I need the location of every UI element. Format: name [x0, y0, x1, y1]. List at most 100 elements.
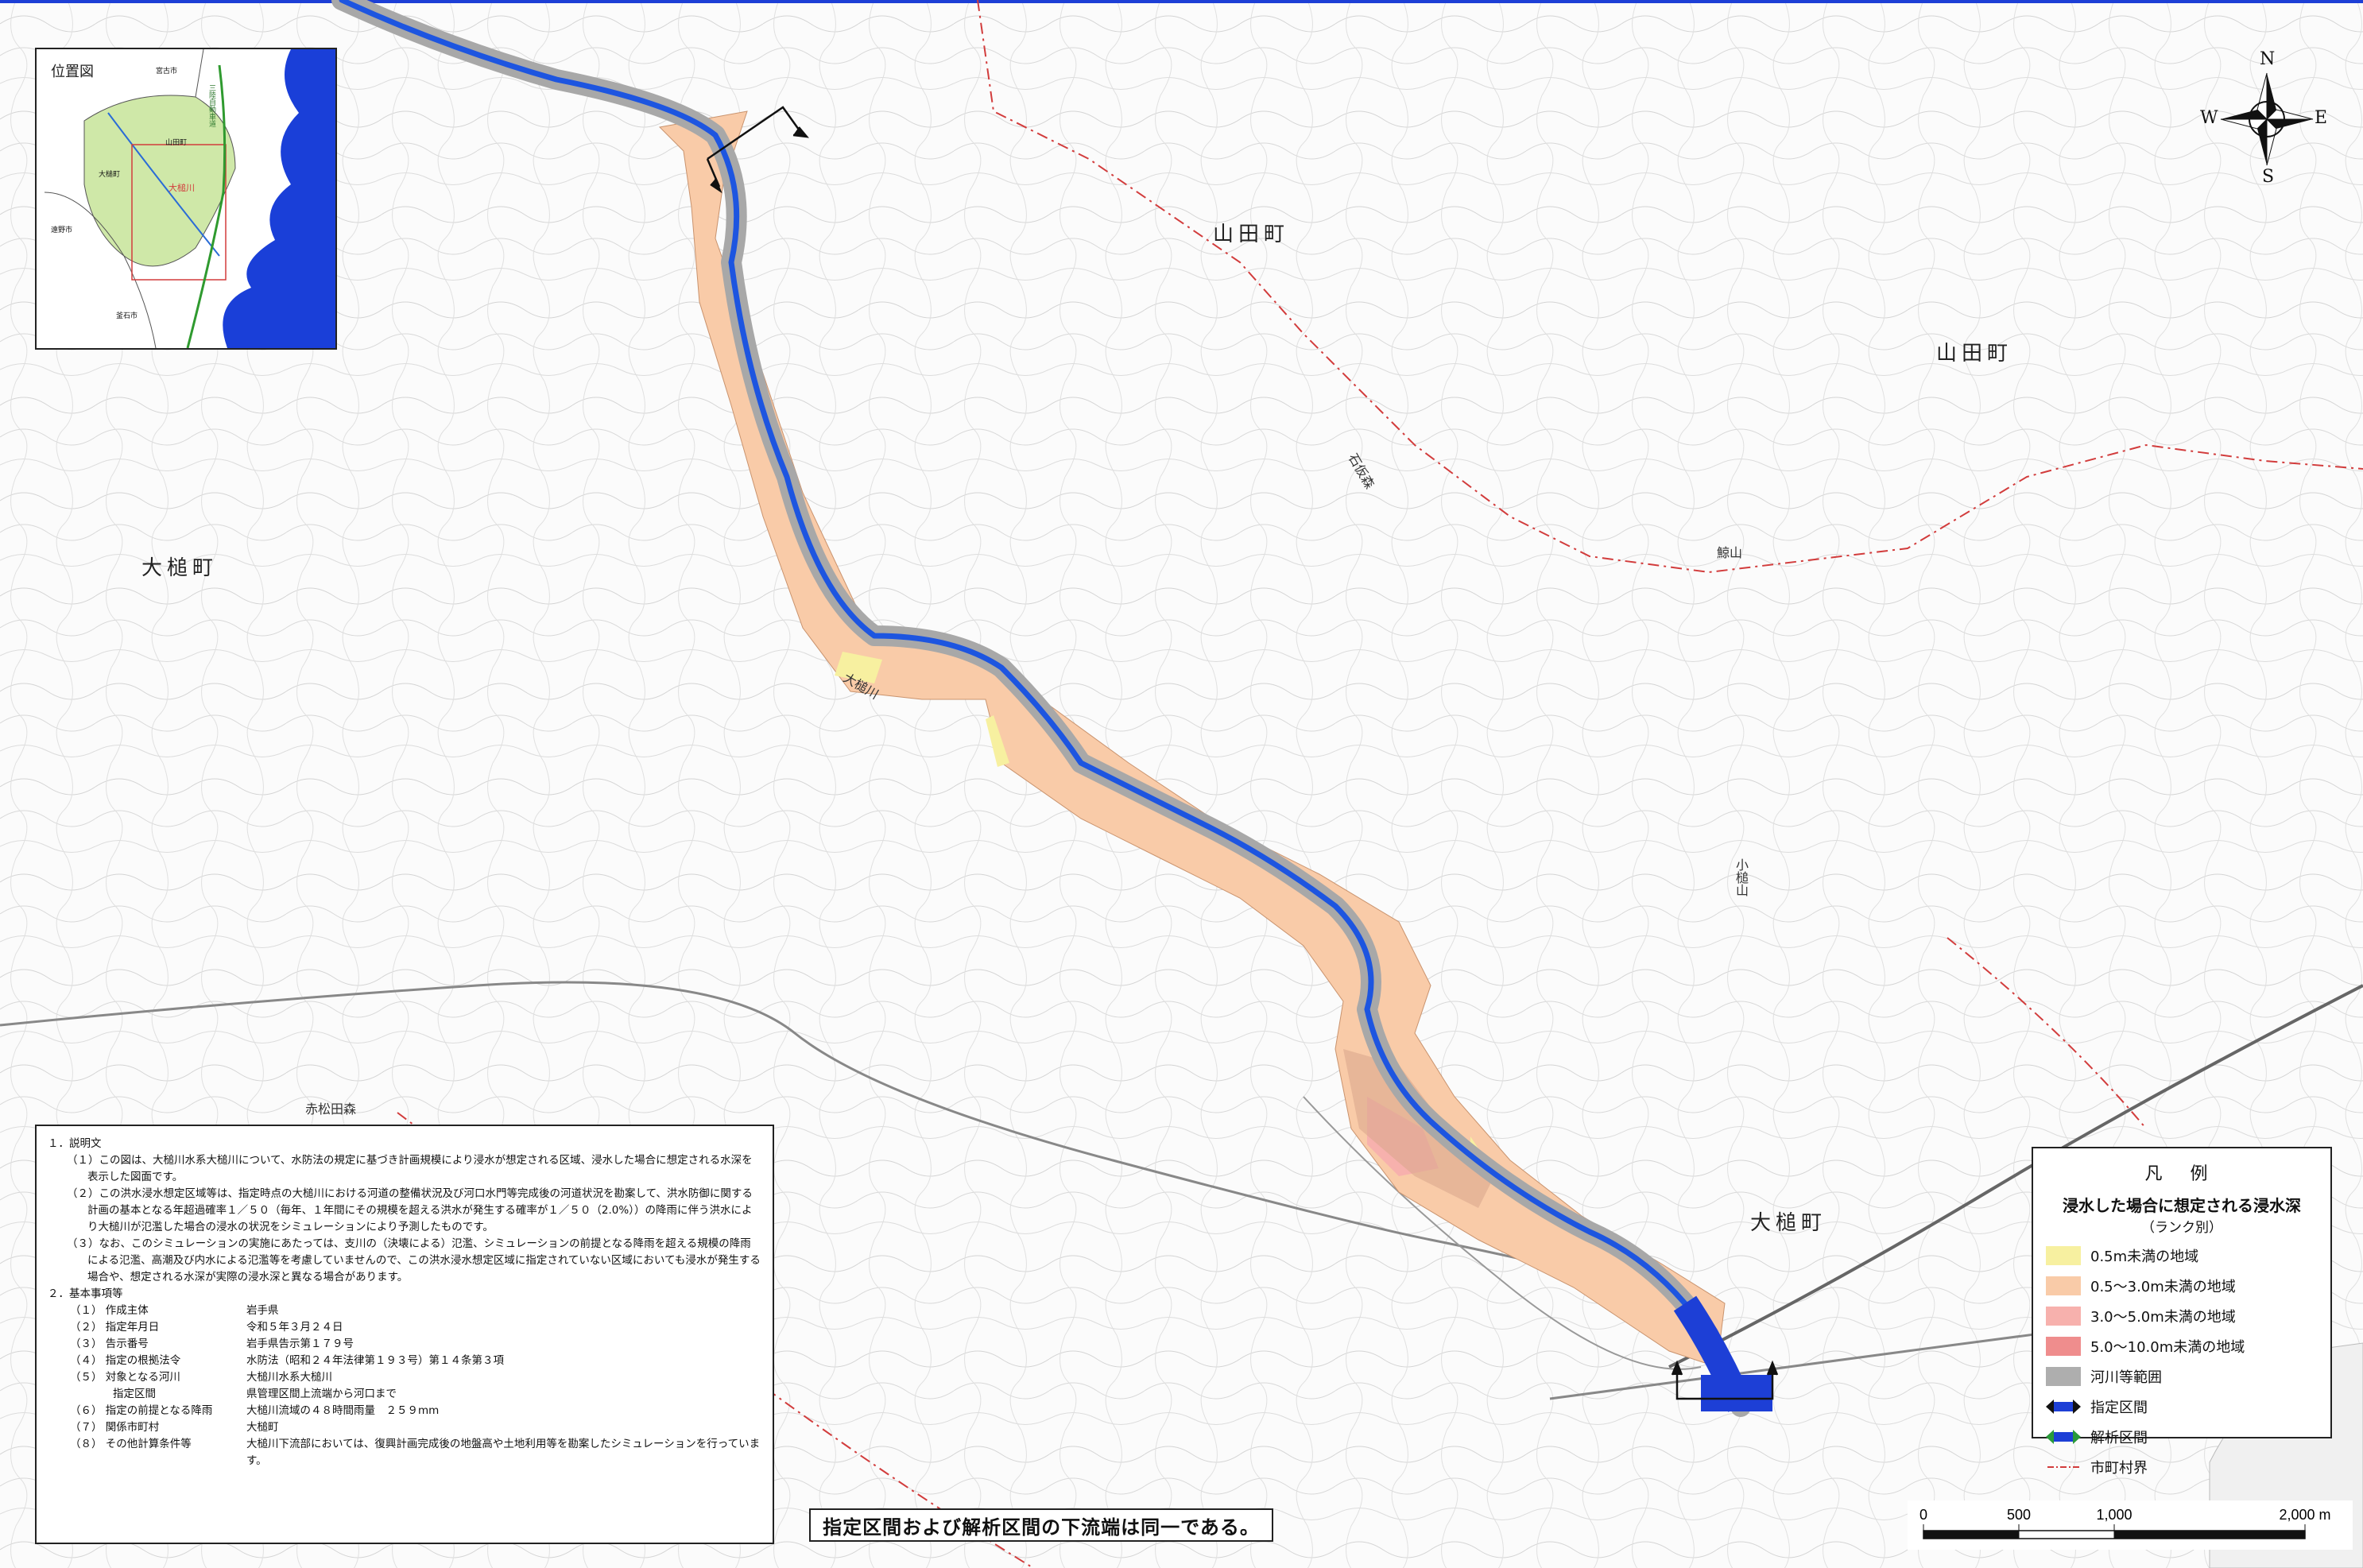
basic-item-row: （４） 指定の根拠法令 水防法（昭和２４年法律第１９３号）第１４条第３項: [48, 1353, 761, 1369]
notes-heading-1: １．説明文: [48, 1137, 102, 1150]
section-note: 指定区間および解析区間の下流端は同一である。: [809, 1508, 1273, 1542]
legend-subtitle: 浸水した場合に想定される浸水深: [2063, 1196, 2301, 1215]
place-otsuchi: 大槌町: [1750, 1211, 1827, 1235]
explanation-panel: １．説明文 （１）この図は、大槌川水系大槌川について、水防法の規定に基づき計画規…: [35, 1125, 774, 1544]
legend-items: 0.5m未満の地域 0.5～3.0m未満の地域 3.0～5.0m未満の地域 5.0～1…: [2046, 1241, 2318, 1482]
basic-item-row: （３） 告示番号岩手県告示第１７９号: [48, 1336, 761, 1353]
legend-item: 0.5m未満の地域: [2046, 1241, 2318, 1271]
compass-north-label: N: [2260, 49, 2276, 69]
municipal-boundary-east: [1947, 937, 2147, 1129]
mountain-label: 鯨山: [1717, 545, 1743, 560]
legend-subtitle-rank: （ランク別）: [2141, 1220, 2222, 1236]
top-border: [0, 0, 2363, 3]
inset-label-expressway: 三陸自動車道: [207, 84, 215, 127]
downstream-section-marker: [1671, 1360, 1779, 1400]
legend-item-label: 3.0～5.0m未満の地域: [2090, 1309, 2236, 1326]
legend-title: 凡 例: [2144, 1164, 2219, 1184]
legend-item-label: 河川等範囲: [2090, 1369, 2162, 1386]
basic-item-key: （７） 関係市町村: [70, 1421, 160, 1434]
basic-item-key: （２） 指定年月日: [70, 1321, 160, 1334]
inset-map: [44, 49, 335, 348]
flood-area-0.5m: [835, 652, 882, 683]
compass-west-label: W: [2200, 108, 2218, 128]
road: [1303, 1096, 1702, 1370]
legend: 凡 例 浸水した場合に想定される浸水深 （ランク別） 0.5m未満の地域 0.5～…: [2032, 1147, 2332, 1477]
road: [0, 981, 1718, 1305]
basic-item-key: （１） 作成主体: [70, 1304, 149, 1317]
town-area: [1343, 1049, 1494, 1208]
basic-item-row: （５） 対象となる河川 大槌川水系大槌川: [48, 1369, 761, 1386]
legend-item-label: 0.5m未満の地域: [2090, 1249, 2199, 1265]
place-yamada: 山田町: [1936, 342, 2013, 366]
legend-arrow-symbol: [2046, 1400, 2081, 1414]
legend-arrow-symbol: [2046, 1430, 2081, 1444]
inset-sea: [223, 49, 335, 348]
basic-item-value: 県管理区間上流端から河口まで: [246, 1388, 397, 1400]
scale-bar: 0 500 1,000 2,000 m: [1908, 1500, 2353, 1550]
compass-south-label: S: [2262, 167, 2275, 187]
legend-item: 0.5～3.0m未満の地域: [2046, 1271, 2318, 1301]
legend-item: 3.0～5.0m未満の地域: [2046, 1301, 2318, 1331]
place-otsuchi: 大槌町: [141, 556, 219, 580]
notes-paragraph-3: （３）なお、このシミュレーションの実施にあたっては、支川の（決壊による）氾濫、シ…: [67, 1237, 761, 1283]
notes-heading-2: ２．基本事項等: [48, 1287, 123, 1300]
river-line: [339, 0, 1744, 1410]
inset-label-yamada: 山田町: [165, 139, 188, 147]
legend-swatch: [2046, 1337, 2081, 1356]
legend-line-symbol: [2047, 1466, 2079, 1468]
basic-item-row: （１） 作成主体 岩手県: [48, 1303, 761, 1319]
basic-item-value: 大槌川流域の４８時間雨量 ２５９mm: [246, 1404, 440, 1417]
upstream-section-marker: [706, 106, 809, 194]
scale-tick-label: 2,000 m: [2279, 1507, 2330, 1523]
basic-item-value: 岩手県告示第１７９号: [246, 1338, 354, 1350]
basic-item-row: （２） 指定年月日 令和５年３月２４日: [48, 1319, 761, 1336]
basic-item-value: 大槌川水系大槌川: [246, 1371, 332, 1384]
legend-item: 指定区間: [2046, 1392, 2318, 1422]
legend-item-label: 0.5～3.0m未満の地域: [2090, 1279, 2236, 1295]
inset-expressway: [186, 64, 227, 348]
inset-label-miyako: 宮古市: [156, 68, 178, 75]
basic-items-list: （１） 作成主体 岩手県 （２） 指定年月日 令和５年３月２４日 （３） 告示番号岩手県…: [48, 1303, 761, 1469]
legend-item-label: 市町村界: [2090, 1460, 2148, 1477]
basic-item-value: 大槌町: [246, 1421, 279, 1434]
legend-item: 河川等範囲: [2046, 1361, 2318, 1392]
inset-label-otsuchi: 大槌町: [99, 171, 121, 179]
mountain-label: 小槌山: [1734, 858, 1749, 896]
basic-item-value: 岩手県: [246, 1304, 279, 1317]
legend-item-label: 5.0～10.0m未満の地域: [2090, 1339, 2245, 1356]
inset-title: 位置図: [51, 64, 94, 80]
inset-label-river: 大槌川: [169, 183, 195, 193]
expressway: [1668, 984, 2363, 1369]
legend-item: 解析区間: [2046, 1422, 2318, 1452]
legend-item-label: 指定区間: [2090, 1400, 2148, 1416]
legend-swatch: [2046, 1276, 2081, 1295]
mountain-label: 赤松田森: [305, 1101, 357, 1117]
legend-item: 5.0～10.0m未満の地域: [2046, 1331, 2318, 1361]
legend-item: 市町村界: [2046, 1452, 2318, 1482]
basic-item-key: （５） 対象となる河川: [70, 1371, 180, 1384]
basic-item-key: （４） 指定の根拠法令: [70, 1354, 181, 1367]
basic-item-row: 指定区間 県管理区間上流端から河口まで: [48, 1386, 761, 1403]
legend-item-label: 解析区間: [2090, 1430, 2148, 1446]
river-mouth: [1701, 1375, 1772, 1411]
basic-item-row: （７） 関係市町村 大槌町: [48, 1419, 761, 1436]
flood-area-0.5m: [986, 715, 1009, 767]
location-inset: 位置図 宮古市 山田町 大槌町 遠野市 釜石市 大槌川 三陸自動車道: [35, 48, 337, 350]
basic-item-value: 水防法（昭和２４年法律第１９３号）第１４条第３項: [246, 1354, 504, 1367]
notes-paragraph-1: （１）この図は、大槌川水系大槌川について、水防法の規定に基づき計画規模により浸水…: [67, 1154, 753, 1183]
place-yamada: 山田町: [1213, 223, 1290, 246]
basic-item-key: （６） 指定の前提となる降雨: [70, 1404, 213, 1417]
inset-label-kamaishi: 釜石市: [116, 312, 138, 320]
compass-east-label: E: [2315, 108, 2328, 128]
basic-item-value: 大槌川下流部においては、復興計画完成後の地盤高や土地利用等を勘案したシミュレーシ…: [246, 1438, 761, 1467]
basic-item-key: 指定区間: [70, 1388, 156, 1400]
legend-swatch: [2046, 1367, 2081, 1386]
basic-item-value: 令和５年３月２４日: [246, 1321, 343, 1334]
inset-label-tono: 遠野市: [51, 226, 73, 234]
scale-tick-label: 500: [2007, 1507, 2031, 1523]
scale-tick-label: 0: [1919, 1507, 1927, 1523]
basic-item-row: （８） その他計算条件等大槌川下流部においては、復興計画完成後の地盤高や土地利用…: [48, 1436, 761, 1469]
legend-swatch: [2046, 1307, 2081, 1326]
